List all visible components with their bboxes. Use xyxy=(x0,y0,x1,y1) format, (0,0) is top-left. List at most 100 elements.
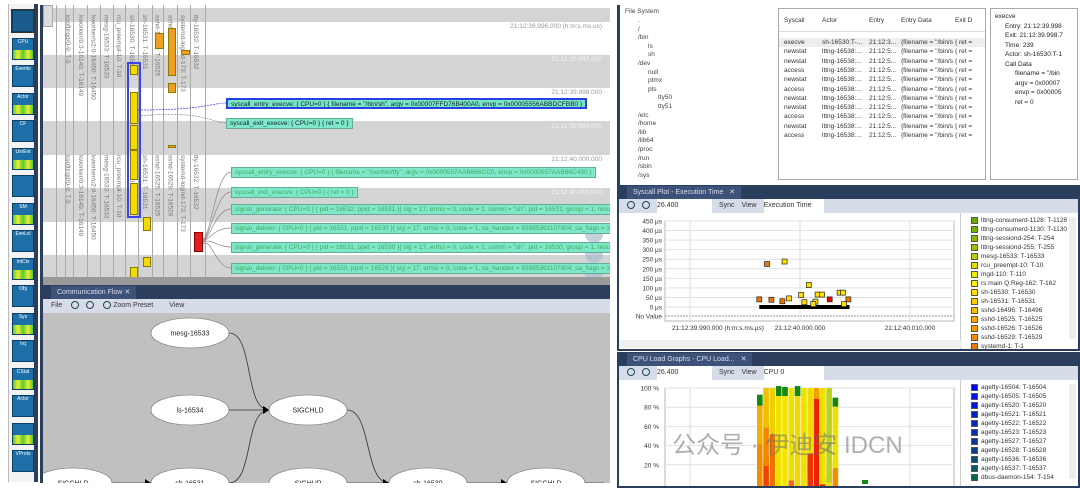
zoom-in-icon[interactable] xyxy=(627,201,635,210)
tree-root[interactable]: File System xyxy=(625,8,659,15)
actor-list-icon[interactable]: Actor xyxy=(12,395,34,417)
table-cell[interactable]: newstat xyxy=(784,94,807,102)
column-header[interactable]: Entry xyxy=(869,17,885,24)
legend-item[interactable]: agetty-16536: T-16536 xyxy=(971,456,1046,463)
legend-item[interactable]: sshd-16526: T-16526 xyxy=(971,325,1042,332)
legend-item[interactable]: mgd-110: T-110 xyxy=(971,271,1026,278)
table-cell[interactable]: lttng-16538:... xyxy=(822,66,862,74)
exelvl-icon[interactable]: ExeLvl xyxy=(12,230,34,252)
table-cell[interactable]: newstat xyxy=(784,122,807,130)
legend-item[interactable]: agetty-16528: T-16528 xyxy=(971,447,1046,454)
detail-node[interactable]: Actor: sh-16530:T-1 xyxy=(1005,51,1063,58)
table-cell[interactable]: lttng-16538:... xyxy=(822,48,862,56)
tree-node[interactable]: tty51 xyxy=(658,103,673,110)
tree-node[interactable]: /lib64 xyxy=(638,137,654,145)
cf-icon[interactable]: CF xyxy=(12,120,34,142)
table-cell[interactable]: {filename = "/bin/sh" } xyxy=(901,122,953,130)
table-cell[interactable]: 21:12:5... xyxy=(869,94,897,102)
column-header[interactable]: Syscall xyxy=(784,17,805,24)
legend-item[interactable]: sshd-16525: T-16525 xyxy=(971,316,1042,323)
cstat-icon[interactable]: CStat xyxy=(12,367,34,390)
cpu-icon[interactable]: CPU xyxy=(12,37,34,60)
vprots-icon[interactable]: VProts xyxy=(12,450,34,472)
table-cell[interactable]: {filename = "/bin/sh" } xyxy=(901,57,953,65)
tree-node[interactable]: /sbin xyxy=(638,163,652,171)
tree-node[interactable]: /dev xyxy=(638,60,651,67)
tab-syscall_plot[interactable]: Syscall Plot - Execution Time✕ xyxy=(627,186,742,199)
legend-item[interactable]: agetty-16527: T-16527 xyxy=(971,438,1046,445)
column-header[interactable]: Actor xyxy=(822,17,838,24)
tree-node[interactable]: /proc xyxy=(638,146,653,153)
event-label[interactable]: signal_deliver: { CPU=0 } { pid = 16531,… xyxy=(231,223,610,234)
tree-node[interactable]: /sys xyxy=(638,171,650,179)
tree-node[interactable]: ptmx xyxy=(648,77,663,85)
table-cell[interactable]: 21:12:5... xyxy=(869,113,897,121)
zoom-in-icon[interactable] xyxy=(71,301,80,310)
table-cell[interactable]: 21:12:5... xyxy=(869,104,897,112)
tree-node[interactable]: ls xyxy=(648,42,653,50)
flow-canvas[interactable]: mesg-16533ls-16534SIGCHLDSIGCHLDsh-16531… xyxy=(43,313,610,483)
detail-node[interactable]: filename = "/bin xyxy=(1015,70,1060,77)
legend-item[interactable]: agetty-16521: T-16521 xyxy=(971,411,1046,418)
tree-node[interactable]: /run xyxy=(638,154,650,162)
table-cell[interactable]: { ret = xyxy=(955,85,973,93)
table-cell[interactable]: { ret = xyxy=(955,94,973,102)
close-icon[interactable]: ✕ xyxy=(729,189,736,196)
legend-item[interactable]: agetty-16505: T-16505 xyxy=(971,393,1046,400)
close-icon[interactable]: ✕ xyxy=(124,289,131,296)
state-icon[interactable] xyxy=(12,175,34,197)
legend-item[interactable]: agetty-16504: T-16504 xyxy=(971,384,1046,391)
detail-node[interactable]: Entry: 21:12:39.998 xyxy=(1005,22,1062,30)
load-icon[interactable] xyxy=(12,422,34,445)
event-label[interactable]: signal_deliver: { CPU=0 } { pid = 16530,… xyxy=(231,263,610,274)
table-cell[interactable]: {filename = "/bin/sh" } xyxy=(901,48,953,56)
zoom-level-select[interactable]: 26.400 xyxy=(657,366,712,380)
table-cell[interactable]: lttng-16538:... xyxy=(822,132,862,139)
events-icon[interactable]: Events xyxy=(12,65,34,87)
horizontal-scrollbar[interactable] xyxy=(619,340,962,348)
legend-item[interactable]: sh-16531: T-16531 xyxy=(971,298,1035,305)
detail-node[interactable]: Call Data xyxy=(1005,60,1032,68)
metric-select[interactable]: CPU 0 xyxy=(763,366,824,380)
event-label[interactable]: syscall_exit_execve: { CPU=0 } { ret = 0… xyxy=(231,187,358,198)
timeline-icon[interactable] xyxy=(11,9,35,33)
table-cell[interactable]: {filename = "/bin/sh" } xyxy=(901,76,953,84)
zoom-level-select[interactable]: 26.400 xyxy=(657,199,712,213)
horizontal-scrollbar[interactable] xyxy=(43,277,610,285)
tree-node[interactable]: /etc xyxy=(638,111,649,119)
detail-node[interactable]: Exit: 21:12:39.998.7 xyxy=(1005,32,1063,39)
table-cell[interactable]: newstat xyxy=(784,76,807,84)
detail-node[interactable]: envp = 0x00005 xyxy=(1015,89,1062,96)
legend-item[interactable]: rcu_preempt-10: T-10 xyxy=(971,262,1043,269)
table-cell[interactable]: { ret = xyxy=(955,66,973,74)
table-cell[interactable]: {filename = "/bin/sh... xyxy=(901,66,953,74)
table-cell[interactable]: {filename = "/bin/sh... xyxy=(901,85,953,93)
zoom-out-icon[interactable] xyxy=(642,368,650,377)
table-cell[interactable]: sh-16530:T-... xyxy=(822,39,863,46)
table-cell[interactable]: lttng-16538:... xyxy=(822,113,862,121)
tree-node[interactable]: sh xyxy=(648,51,655,59)
actor-icon[interactable]: Actor xyxy=(12,92,34,115)
table-cell[interactable]: {filename = "/bin/sh... xyxy=(901,132,953,139)
view-menu[interactable]: View xyxy=(741,369,757,376)
cpu-load-chart[interactable]: 100 %80 %60 %40 %20 % xyxy=(619,380,964,488)
legend-item[interactable]: agetty-16523: T-16523 xyxy=(971,429,1046,436)
table-cell[interactable]: 21:12:5... xyxy=(869,85,897,93)
table-cell[interactable]: access xyxy=(784,66,805,74)
zoom-preset-button[interactable]: Zoom Preset xyxy=(103,301,160,310)
sys-icon[interactable]: Sys xyxy=(12,312,34,335)
event-label[interactable]: syscall_exit_execve: { CPU=0 } { ret = 0… xyxy=(226,118,353,129)
table-cell[interactable]: newstat xyxy=(784,57,807,65)
table-cell[interactable]: lttng-16538:... xyxy=(822,76,862,84)
table-cell[interactable]: 21:12:5... xyxy=(869,66,897,74)
sm-icon[interactable]: SM xyxy=(12,202,34,225)
detail-node[interactable]: Time: 239 xyxy=(1005,41,1034,49)
table-cell[interactable]: {filename = "/bin/sh" } xyxy=(901,104,953,112)
detail-node[interactable]: execve xyxy=(995,13,1016,20)
legend-item[interactable]: rs:main Q:Reg-162: T-162 xyxy=(971,280,1056,287)
tree-node[interactable]: tty50 xyxy=(658,94,673,102)
